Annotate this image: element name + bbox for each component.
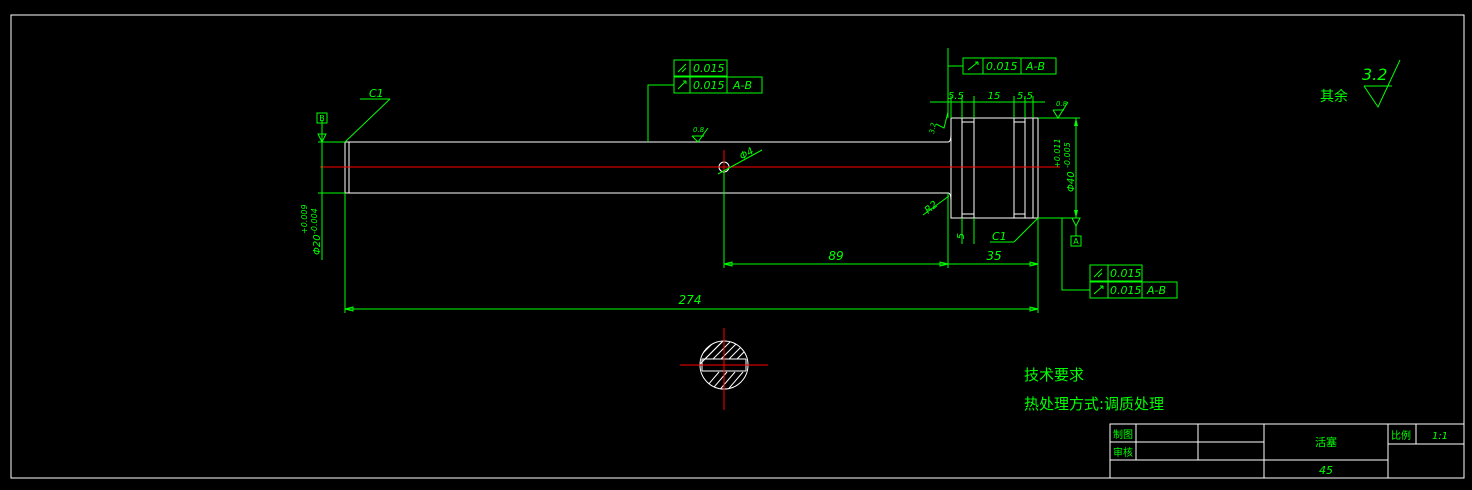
tolerance-frame-flange: 0.015 A-B	[947, 48, 1057, 118]
svg-text:+0.011: +0.011	[1053, 138, 1062, 168]
svg-text:0.015: 0.015	[1110, 267, 1142, 280]
chamfer-right-leader: C1	[990, 217, 1039, 243]
svg-text:+0.009: +0.009	[300, 204, 309, 234]
svg-text:0.015: 0.015	[693, 79, 725, 92]
svg-text:0.015: 0.015	[1110, 284, 1142, 297]
svg-text:A-B: A-B	[1025, 60, 1045, 73]
title-block: 制图 审核 活塞 45 比例 1:1	[1109, 423, 1465, 479]
flange-diameter-dimension: Φ40 +0.011 -0.005	[1038, 117, 1080, 219]
svg-text:3.2: 3.2	[1362, 65, 1387, 84]
runout-icon	[1093, 285, 1104, 295]
dimension-35: 35	[948, 218, 1039, 268]
svg-text:3.2: 3.2	[928, 121, 938, 134]
svg-text:89: 89	[828, 249, 843, 263]
svg-text:1:1: 1:1	[1432, 431, 1448, 442]
runout-icon	[1093, 268, 1103, 278]
datum-a: A	[1070, 217, 1082, 247]
flange-block	[950, 117, 1039, 219]
svg-text:热处理方式:调质处理: 热处理方式:调质处理	[1024, 395, 1164, 413]
runout-icon	[967, 61, 979, 71]
svg-text:技术要求: 技术要求	[1024, 366, 1084, 384]
svg-text:0.015: 0.015	[693, 62, 725, 75]
svg-text:比例: 比例	[1391, 429, 1411, 442]
svg-text:15: 15	[988, 91, 1001, 102]
dimension-flange-steps: 5.5 15 5.5 5	[930, 91, 1045, 244]
svg-text:A: A	[1073, 237, 1079, 246]
svg-text:45: 45	[1319, 464, 1333, 477]
datum-b: B	[316, 112, 328, 144]
tolerance-frame-lower: 0.015 0.015 A-B	[1061, 218, 1178, 299]
fillet-radius-leader: R2	[922, 195, 950, 216]
svg-text:C1: C1	[992, 230, 1007, 243]
svg-text:A-B: A-B	[1146, 284, 1166, 297]
hole-diameter-leader: Φ4	[717, 146, 763, 175]
technical-notes: 技术要求 热处理方式:调质处理	[1024, 366, 1164, 413]
roughness-shaft: 0.8	[691, 126, 709, 143]
svg-text:A-B: A-B	[732, 79, 752, 92]
svg-text:C1: C1	[369, 87, 384, 100]
roughness-fillet: 3.2	[928, 111, 949, 134]
svg-text:活塞: 活塞	[1315, 435, 1337, 449]
svg-text:-0.004: -0.004	[310, 208, 319, 234]
svg-text:Φ4: Φ4	[738, 146, 756, 163]
svg-text:Φ20: Φ20	[312, 234, 323, 255]
svg-text:0.015: 0.015	[986, 60, 1018, 73]
svg-text:审核: 审核	[1113, 446, 1133, 459]
dimension-274: 274	[344, 193, 1039, 313]
tolerance-frame-top: 0.015 0.015 A-B	[647, 59, 763, 142]
roughness-flange-face: 0.8	[1052, 100, 1069, 119]
svg-text:5.5: 5.5	[948, 91, 964, 102]
roughness-general: 其余 3.2	[1320, 59, 1401, 109]
svg-text:0.8: 0.8	[1056, 100, 1068, 108]
svg-text:5.5: 5.5	[1017, 91, 1033, 102]
svg-text:5: 5	[956, 233, 967, 239]
chamfer-left-leader: C1	[344, 87, 391, 143]
svg-text:274: 274	[679, 293, 702, 307]
svg-text:其余: 其余	[1320, 88, 1348, 105]
runout-icon	[677, 80, 687, 90]
runout-icon	[677, 63, 687, 73]
dimension-89: 89	[723, 172, 949, 268]
svg-text:制图: 制图	[1113, 428, 1133, 441]
svg-text:0.8: 0.8	[693, 126, 705, 134]
svg-text:35: 35	[986, 249, 1001, 263]
drawing-border	[10, 14, 1465, 479]
svg-text:Φ40: Φ40	[1066, 171, 1077, 192]
part-outline	[344, 117, 1039, 219]
section-view	[680, 328, 768, 410]
svg-text:-0.005: -0.005	[1063, 142, 1072, 168]
svg-text:B: B	[319, 114, 325, 123]
